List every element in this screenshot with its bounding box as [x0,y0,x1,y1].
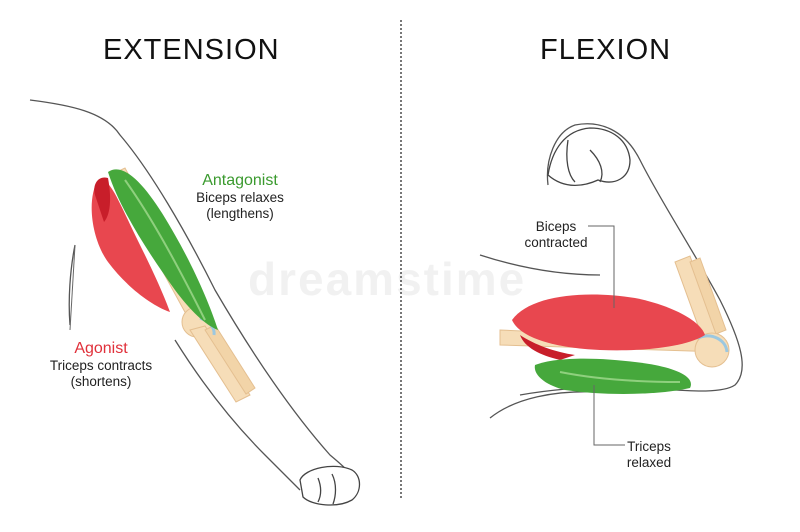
extended-fist-icon [299,465,361,506]
antagonist-line1: Biceps relaxes [196,190,284,205]
biceps-contracted-label: Biceps contracted [510,219,602,251]
agonist-label: Agonist Triceps contracts (shortens) [40,339,162,390]
extension-title: EXTENSION [103,34,280,66]
agonist-line1: Triceps contracts [49,358,153,373]
agonist-line2: (shortens) [70,374,132,389]
biceps-contracted-line2: contracted [524,235,588,250]
flexion-title: FLEXION [540,34,672,66]
panel-divider [400,20,402,498]
watermark: dreamstime [248,253,527,305]
flexed-fist-icon [547,127,631,187]
antagonist-line2: (lengthens) [206,206,274,221]
antagonist-biceps-muscle [108,169,218,330]
triceps-relaxed-line1: Triceps [627,439,671,454]
relaxed-triceps-muscle [534,358,691,394]
contracted-biceps-muscle [512,294,705,360]
triceps-relaxed-line2: relaxed [626,455,672,470]
biceps-contracted-line1: Biceps [535,219,577,234]
agonist-triceps-muscle [91,177,170,312]
triceps-relaxed-label: Triceps relaxed [612,439,686,471]
antagonist-role: Antagonist [202,172,278,189]
agonist-role: Agonist [74,340,128,357]
antagonist-label: Antagonist Biceps relaxes (lengthens) [185,171,295,222]
leader-lines [69,225,625,446]
